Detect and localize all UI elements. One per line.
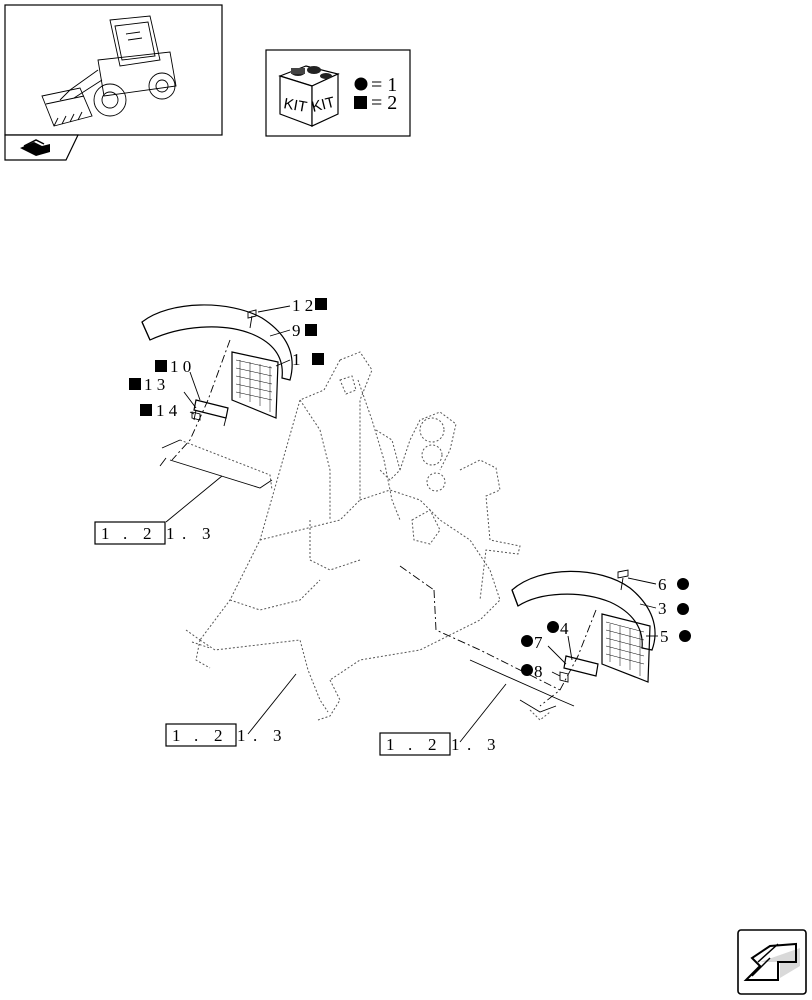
ref-left-1: 1: [101, 524, 111, 543]
left-bracket: [193, 399, 229, 419]
circle-marker-icon: [679, 630, 691, 642]
ref-left-5: .: [182, 524, 187, 543]
left-bolt: [247, 309, 257, 329]
ref-right-3: 2: [428, 735, 438, 754]
ref-box-right[interactable]: 1 . 2 1 . 3: [379, 732, 497, 756]
kit-legend: KIT KIT = 1 = 2: [265, 49, 411, 137]
right-clip: [559, 671, 569, 683]
ref-left-4: 1: [166, 524, 176, 543]
ref-left-3: 2: [143, 524, 153, 543]
kit-box-icon: KIT KIT: [278, 65, 340, 127]
ref-bottom-3: 2: [214, 726, 224, 745]
circle-marker-icon: [354, 77, 368, 91]
callout-13: 1 3: [144, 375, 165, 394]
ref-left-6: 3: [202, 524, 212, 543]
ref-bottom-5: .: [253, 726, 258, 745]
circle-marker-icon: [547, 621, 559, 633]
callout-1: 1: [292, 350, 301, 369]
circle-marker-icon: [521, 664, 533, 676]
left-clip: [191, 411, 201, 421]
ref-bottom-1: 1: [172, 726, 182, 745]
circle-marker-icon: [521, 635, 533, 647]
square-marker-icon: [129, 378, 141, 390]
ref-bottom-4: 1: [237, 726, 247, 745]
square-marker-icon: [305, 324, 317, 336]
circle-marker-icon: [677, 578, 689, 590]
kit-label-right: KIT: [310, 94, 337, 116]
square-kit-value: = 2: [371, 92, 397, 114]
right-mudflap: [601, 613, 651, 683]
callout-5: 5: [660, 627, 669, 646]
circle-marker-icon: [677, 603, 689, 615]
callout-3: 3: [658, 599, 667, 618]
ref-box-left[interactable]: 1 . 2 1 . 3: [94, 521, 212, 545]
ref-right-6: 3: [487, 735, 497, 754]
ref-right-2: .: [408, 735, 413, 754]
leader-lines: [165, 305, 658, 743]
callout-14: 1 4: [156, 401, 178, 420]
callout-7: 7: [534, 633, 543, 652]
ref-right-1: 1: [386, 735, 396, 754]
callout-12: 1 2: [292, 296, 313, 315]
ref-right-4: 1: [451, 735, 461, 754]
callout-8: 8: [534, 662, 543, 681]
left-fender-assembly: [141, 304, 293, 491]
ref-box-bottom[interactable]: 1 . 2 1 . 3: [165, 723, 283, 747]
square-marker-icon: [155, 360, 167, 372]
ref-left-2: .: [123, 524, 128, 543]
callout-9: 9: [292, 321, 301, 340]
callout-6: 6: [658, 575, 667, 594]
right-bolt: [617, 569, 629, 591]
nav-arrow-icon[interactable]: [20, 139, 50, 156]
square-marker-icon: [354, 96, 367, 109]
callout-4: 4: [560, 619, 569, 638]
ref-bottom-6: 3: [273, 726, 283, 745]
loader-thumbnail: [4, 4, 223, 161]
square-marker-icon: [312, 353, 324, 365]
square-marker-icon: [140, 404, 152, 416]
loader-frame-outline: [185, 351, 521, 721]
ref-bottom-2: .: [194, 726, 199, 745]
left-mudflap: [231, 351, 279, 419]
square-marker-icon: [315, 298, 327, 310]
right-bracket: [563, 655, 599, 677]
right-fender-assembly: [399, 565, 656, 721]
circle-kit-value: = 1: [371, 74, 397, 96]
kit-label-left: KIT: [282, 95, 308, 116]
ref-right-5: .: [467, 735, 472, 754]
next-page-arrow-icon[interactable]: [737, 929, 807, 995]
callout-10: 1 0: [170, 357, 191, 376]
